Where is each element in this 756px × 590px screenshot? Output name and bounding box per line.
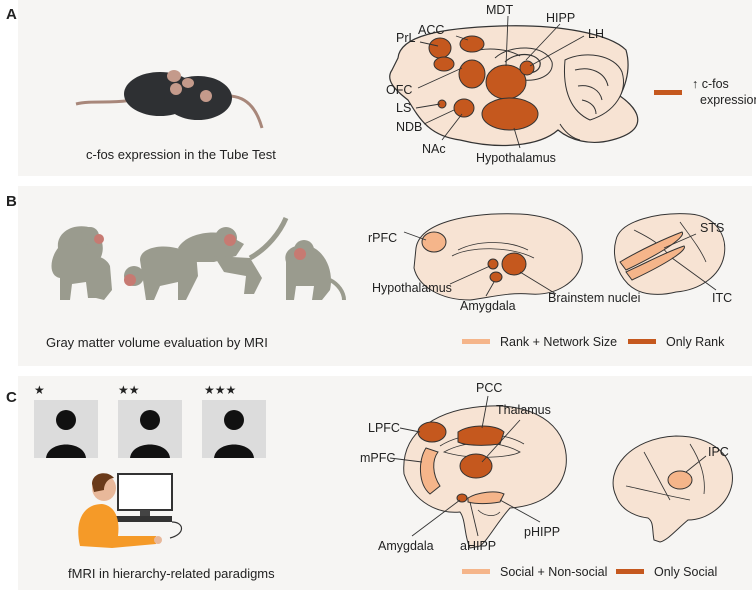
stars-2: ★★ — [118, 383, 140, 397]
label-mpfc: mPFC — [360, 451, 395, 465]
panel-b-letter: B — [6, 193, 17, 210]
label-ls: LS — [396, 101, 411, 115]
macaque-brain-leaders — [403, 231, 717, 297]
label-ofc: OFC — [386, 83, 412, 97]
human-brain-labels: PCC Thalamus LPFC mPFC IPC Amygdala aHIP… — [360, 381, 729, 553]
macaque-group-illustration — [51, 216, 346, 301]
label-rpfc: rPFC — [368, 231, 397, 245]
legend-c-swatch-light — [462, 569, 490, 574]
legend-c-label-light: Social + Non-social — [500, 565, 607, 579]
panel-c-caption: fMRI in hierarchy-related paradigms — [68, 566, 275, 581]
label-amygdala-b: Amygdala — [460, 299, 516, 313]
human-brain-leaders — [389, 395, 707, 537]
stars-3: ★★★ — [204, 383, 236, 397]
label-acc: ACC — [418, 23, 444, 37]
label-mdt: MDT — [486, 3, 513, 17]
label-hypothalamus-a: Hypothalamus — [476, 151, 556, 165]
legend-b-swatch-light — [462, 339, 490, 344]
legend-a-label: ↑ c-fos expression — [692, 77, 756, 107]
legend-c: Social + Non-social Only Social — [462, 565, 717, 579]
mouse-illustration — [75, 70, 264, 129]
mouse-brain-leaders — [415, 15, 585, 149]
legend-a: ↑ c-fos expression — [654, 77, 756, 107]
label-ahipp: aHIPP — [460, 539, 496, 553]
panel-c-letter: C — [6, 389, 17, 406]
label-prl: PrL — [396, 31, 416, 45]
macaque-brain-medial — [413, 213, 583, 301]
label-hypothalamus-b: Hypothalamus — [372, 281, 452, 295]
label-amygdala-c: Amygdala — [378, 539, 434, 553]
label-lpfc: LPFC — [368, 421, 400, 435]
macaque-brain-labels: rPFC Hypothalamus Amygdala Brainstem nuc… — [368, 221, 732, 313]
label-nac: NAc — [422, 142, 446, 156]
label-itc: ITC — [712, 291, 732, 305]
legend-b: Rank + Network Size Only Rank — [462, 335, 725, 349]
legend-a-line-2: expression — [700, 93, 756, 107]
label-brainstem: Brainstem nuclei — [548, 291, 640, 305]
legend-c-swatch-dark — [616, 569, 644, 574]
legend-b-label-dark: Only Rank — [666, 335, 725, 349]
participant-at-computer — [78, 473, 183, 548]
face-rank-stimuli: ★ ★★ ★★★ — [34, 383, 266, 458]
panel-a-letter: A — [6, 6, 17, 23]
label-pcc: PCC — [476, 381, 502, 395]
label-thalamus: Thalamus — [496, 403, 551, 417]
label-ipc: IPC — [708, 445, 729, 459]
label-lh: LH — [588, 27, 604, 41]
label-phipp: pHIPP — [524, 525, 560, 539]
human-brain-lateral — [612, 435, 733, 543]
legend-b-label-light: Rank + Network Size — [500, 335, 617, 349]
stars-1: ★ — [34, 383, 45, 397]
mouse-brain-labels: PrL ACC MDT HIPP LH OFC LS NDB NAc Hypot… — [386, 3, 604, 165]
panel-b-caption: Gray matter volume evaluation by MRI — [46, 335, 268, 350]
label-hipp: HIPP — [546, 11, 575, 25]
label-ndb: NDB — [396, 120, 422, 134]
legend-b-swatch-dark — [628, 339, 656, 344]
panel-a-caption: c-fos expression in the Tube Test — [86, 147, 276, 162]
mouse-brain — [389, 25, 639, 147]
label-sts: STS — [700, 221, 724, 235]
macaque-brain-lateral — [614, 213, 726, 295]
legend-c-label-dark: Only Social — [654, 565, 717, 579]
legend-a-line-1: ↑ c-fos — [692, 77, 729, 91]
